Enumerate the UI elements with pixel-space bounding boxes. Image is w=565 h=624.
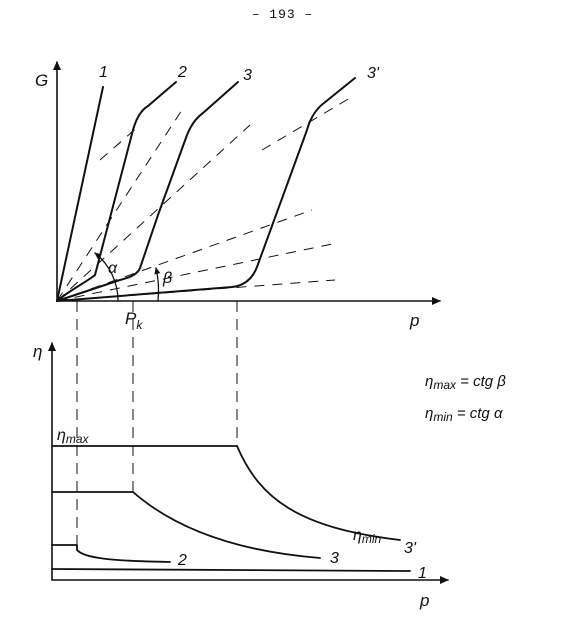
pk-label: Pk	[125, 309, 143, 332]
bottom-curve-3-label: 3	[330, 550, 339, 567]
page-number: – 193 –	[251, 7, 314, 22]
formula-eta-max: ηmax = ctg β	[425, 373, 506, 392]
bottom-curve-3prime-label: 3'	[404, 540, 417, 557]
dashed-tangent-lines	[56, 97, 351, 302]
formula-eta-min: ηmin = ctg α	[425, 405, 503, 424]
top-plot: G p α β Pk 1 2 3 3'	[35, 61, 441, 332]
alpha-label: α	[108, 260, 118, 277]
top-curve-1	[56, 86, 104, 302]
top-curve-3-label: 3	[243, 67, 252, 84]
alpha-arc	[94, 252, 119, 302]
beta-arc	[154, 267, 161, 302]
top-curve-2-label: 2	[177, 64, 187, 81]
bottom-curve-1-label: 1	[418, 565, 427, 582]
bottom-y-axis-label: η	[33, 342, 42, 361]
top-curve-3prime-label: 3'	[367, 65, 380, 82]
bottom-x-axis-label: p	[419, 591, 429, 610]
bottom-curve-2	[51, 544, 171, 563]
bottom-curve-3	[51, 491, 321, 559]
top-curve-3prime	[56, 77, 356, 302]
top-x-axis-label: p	[409, 311, 419, 330]
bottom-curve-3prime	[51, 445, 401, 541]
formulas: ηmax = ctg β ηmin = ctg α	[425, 373, 506, 424]
eta-min-label: ηmin	[353, 527, 382, 546]
eta-max-label: ηmax	[57, 427, 90, 446]
top-curve-2	[56, 81, 177, 302]
top-y-axis-label: G	[35, 71, 48, 90]
bottom-curve-1	[51, 568, 411, 572]
top-curve-3	[56, 81, 239, 302]
bottom-curve-2-label: 2	[177, 552, 187, 569]
bottom-plot: η p ηmax ηmin 1 2 3 3'	[33, 342, 449, 610]
top-curve-1-label: 1	[99, 64, 108, 81]
beta-label: β	[162, 270, 172, 287]
projection-lines	[76, 301, 238, 545]
